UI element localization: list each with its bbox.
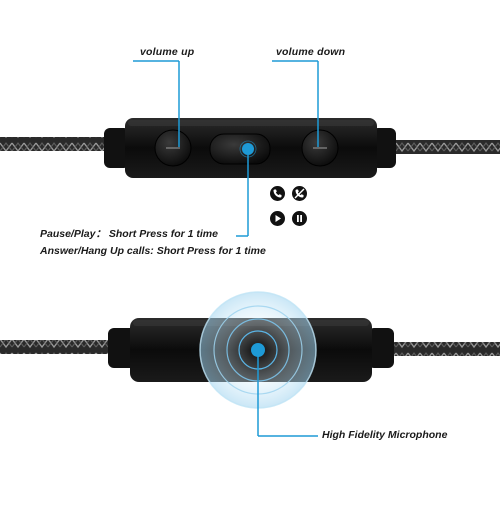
phone-hangup-icon — [292, 186, 307, 201]
center-dot — [242, 143, 254, 155]
remote-controller — [0, 118, 500, 178]
cable-left-bottom — [0, 340, 115, 354]
microphone-controller — [0, 291, 500, 409]
play-icon — [270, 211, 285, 226]
cable-right — [390, 140, 500, 154]
microphone-dot — [251, 343, 265, 357]
phone-answer-icon — [270, 186, 285, 201]
volume-up-label: volume up — [140, 46, 195, 58]
controller-cap-left — [104, 128, 130, 168]
microphone-label: High Fidelity Microphone — [322, 429, 448, 441]
pause-icon — [292, 211, 307, 226]
controller-cap-right — [372, 128, 396, 168]
volume-down-label: volume down — [276, 46, 346, 58]
answer-hangup-label: Answer/Hang Up calls: Short Press for 1 … — [40, 245, 266, 257]
cable-right-bottom — [388, 342, 500, 356]
callout-line-mic — [257, 356, 318, 437]
callout-lines-top — [133, 60, 319, 237]
pause-play-label: Pause/Play： Short Press for 1 time — [40, 228, 218, 240]
cable-left — [0, 137, 110, 151]
